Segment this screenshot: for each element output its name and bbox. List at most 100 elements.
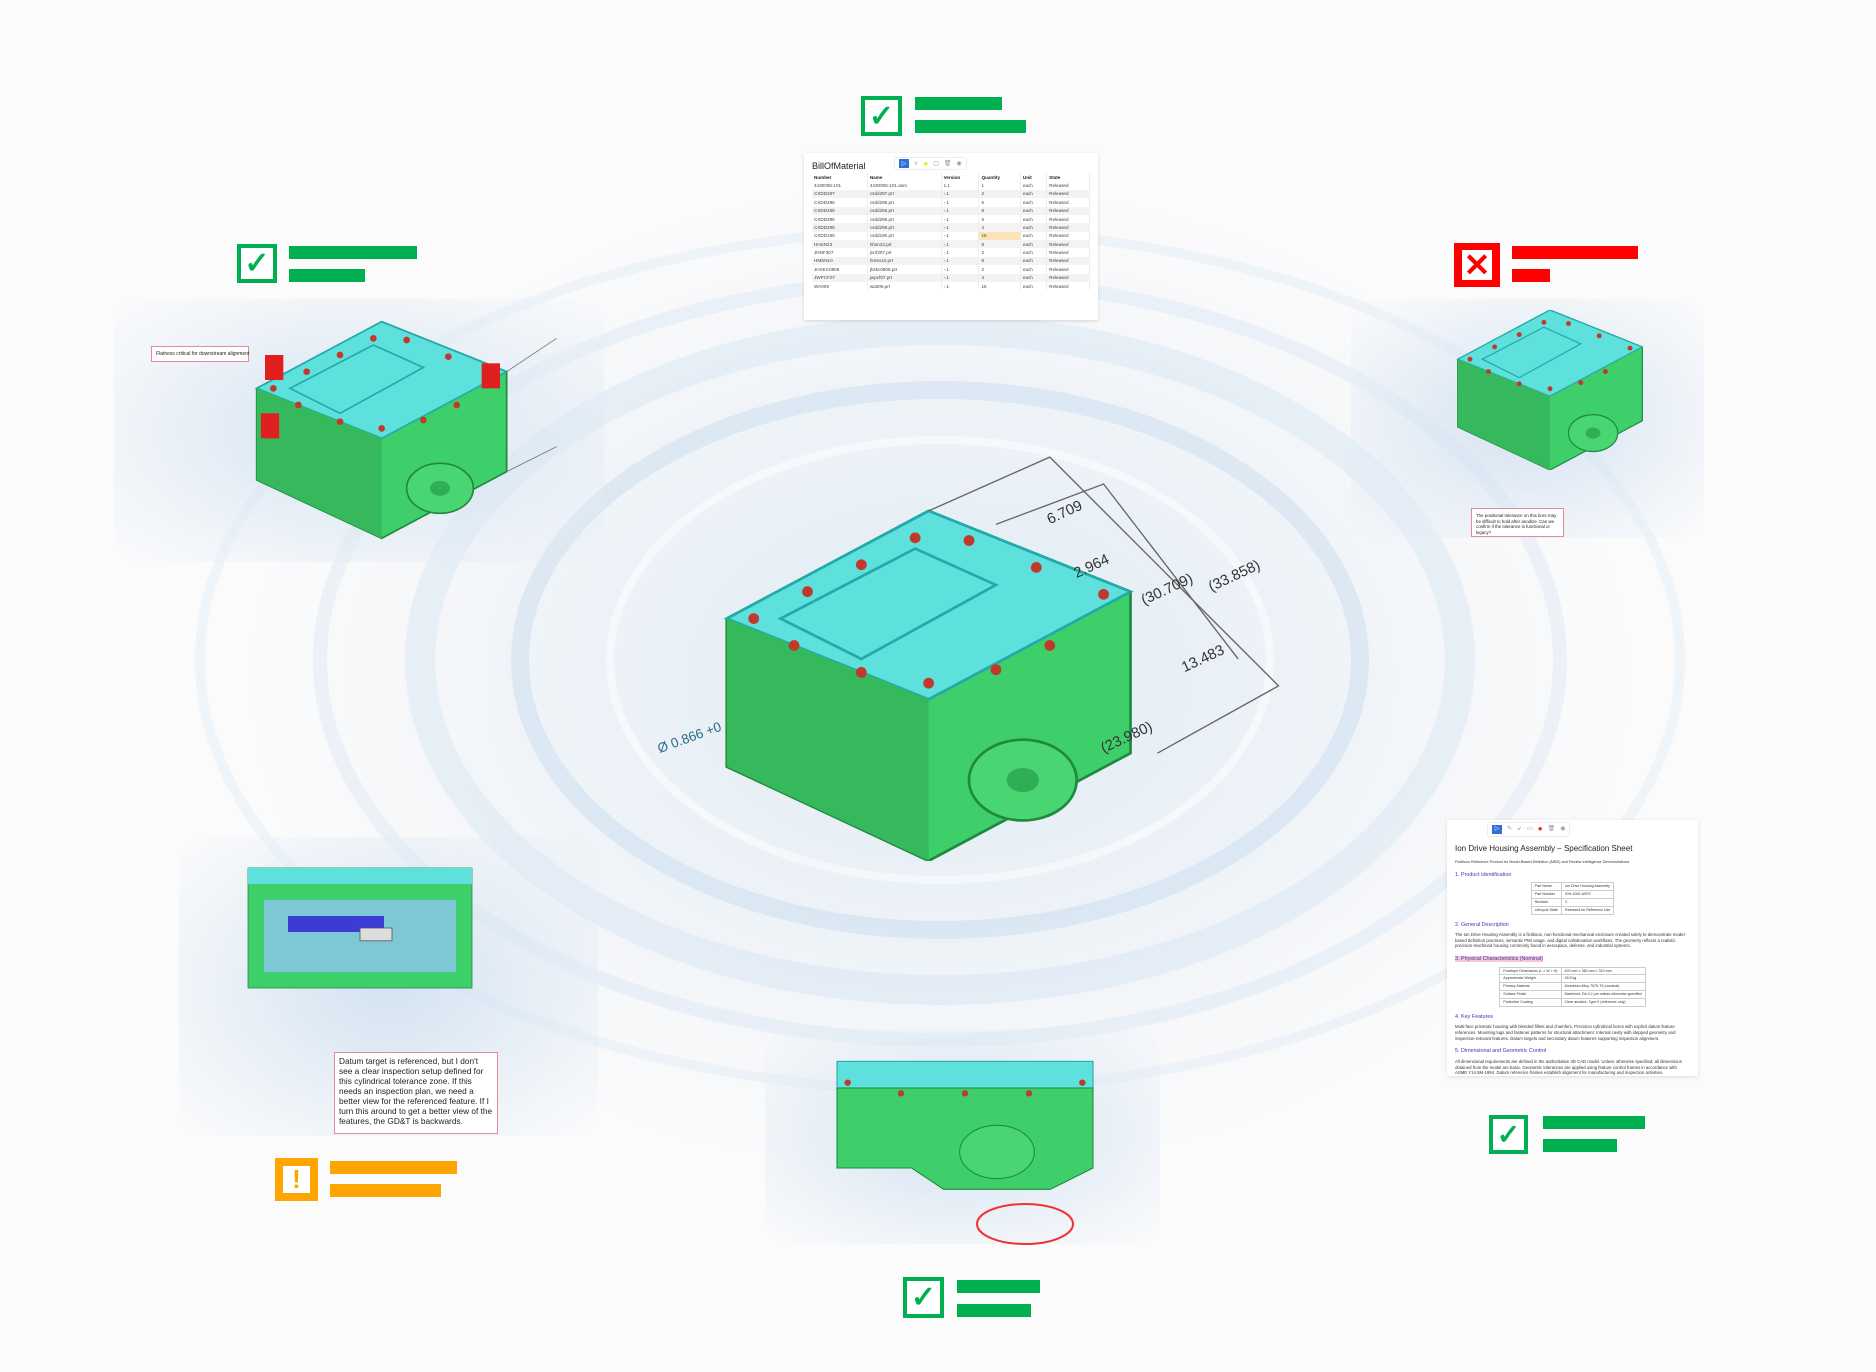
table-cell: -.1 (941, 281, 980, 291)
table-cell: each (1020, 206, 1048, 215)
table-cell: Surface Finish (1499, 990, 1562, 999)
red-markup-circle[interactable] (975, 1202, 1076, 1247)
table-cell: WA009 (812, 281, 868, 291)
eye-icon[interactable]: ◉ (1560, 826, 1566, 833)
table-cell: Primary Material (1499, 982, 1562, 992)
table-cell: 2 (978, 248, 1021, 257)
check-icon: ✓ (903, 1277, 944, 1318)
physical-table: Envelope Dimensions (L × W × H)420 mm × … (1499, 966, 1646, 1007)
housing-model-top-left[interactable] (220, 305, 560, 555)
table-cell: -.1 (941, 214, 980, 224)
table-cell: 6 (978, 198, 1021, 207)
housing-section-view[interactable] (240, 850, 480, 1030)
spec-title: Ion Drive Housing Assembly – Specificati… (1455, 844, 1633, 853)
table-cell: csdd296.prt (867, 214, 942, 224)
table-cell: 16 (978, 281, 1021, 291)
table-cell: -.1 (941, 265, 980, 274)
housing-model-top-right[interactable] (1430, 310, 1670, 470)
status-bar (957, 1280, 1040, 1293)
table-cell: CSDD297 (812, 189, 868, 199)
trash-icon[interactable]: 🗑 (1547, 826, 1556, 833)
housing-model-main[interactable]: 6.709 2.964 (30.709) (33.858) 13.483 (23… (646, 430, 1292, 861)
table-cell: Envelope Dimensions (L × W × H) (1499, 966, 1562, 976)
specification-sheet: ▷ ✎ ↙ ▭ ● 🗑 ◉ Ion Drive Housing Assembly… (1447, 820, 1698, 1076)
bom-title: BillOfMaterial (812, 161, 866, 171)
table-cell: -.1 (941, 223, 980, 232)
table-cell: Released (1046, 231, 1090, 240)
table-cell: wa009.prt (867, 281, 942, 291)
column-header: Name (867, 173, 942, 182)
table-cell: Approximate Weight (1499, 974, 1562, 984)
pencil-icon[interactable]: ✎ (1507, 826, 1513, 833)
gdt-callout: Ø 0.866 +0 (655, 719, 723, 756)
table-cell: CSDD265 (812, 206, 868, 215)
select-tool-icon[interactable]: ▷ (899, 159, 909, 168)
status-bar (1543, 1139, 1617, 1152)
table-cell: csdd295.prt (867, 198, 942, 207)
table-cell: jwpcf07.prt (867, 273, 942, 282)
table-cell: Aluminum Alloy 7075-T6 (nominal) (1560, 982, 1646, 992)
comment-flatness: Flatness critical for downstream alignme… (151, 346, 249, 363)
table-cell: Released (1046, 223, 1090, 232)
table-cell: Released (1046, 240, 1090, 249)
dimension-label: 13.483 (1179, 642, 1227, 676)
spec-subtitle: Fictitious Reference Product for Model-B… (1455, 859, 1630, 864)
arrow-icon[interactable]: ↙ (1517, 826, 1523, 833)
select-tool-icon[interactable]: ▷ (1492, 824, 1502, 834)
status-bar (957, 1304, 1031, 1317)
table-cell: Released (1046, 248, 1090, 257)
table-cell: Released (1046, 206, 1090, 215)
rectangle-icon[interactable]: ▭ (1527, 826, 1533, 833)
record-icon[interactable]: ● (1537, 824, 1543, 833)
filter-icon[interactable]: ⋎ (914, 161, 919, 167)
eye-icon[interactable]: ◉ (956, 161, 962, 167)
table-cell: each (1020, 214, 1048, 224)
status-bar (330, 1161, 457, 1174)
table-cell: 8 (978, 240, 1021, 249)
comment-positional-tolerance: The positional tolerance on this bore ma… (1471, 508, 1564, 537)
table-cell: Part Name (1530, 882, 1563, 892)
housing-model-bottom[interactable] (800, 1040, 1130, 1200)
highlight-icon[interactable]: ● (923, 159, 929, 168)
status-bar (915, 97, 1002, 110)
table-cell: jnnf307.prt (867, 248, 942, 257)
trash-icon[interactable]: 🗑 (943, 161, 952, 167)
table-cell: Released (1046, 265, 1090, 274)
table-cell: Released (1046, 198, 1090, 207)
table-cell: CSDD296 (812, 214, 868, 224)
column-header: Version (941, 173, 980, 182)
table-cell: Released (1046, 273, 1090, 282)
table-cell: each (1020, 248, 1048, 257)
table-cell: CSDD298 (812, 223, 868, 232)
dimension-label: 6.709 (1045, 498, 1085, 528)
column-header: Number (812, 173, 868, 182)
table-cell: 18.5 kg (1560, 974, 1646, 984)
column-header: Unit (1020, 173, 1048, 182)
table-cell: csdd298.prt (867, 223, 942, 232)
table-cell: each (1020, 189, 1048, 199)
check-icon: ✓ (861, 96, 902, 136)
table-cell: Released (1046, 256, 1090, 266)
table-cell: HHSN23 (812, 240, 868, 249)
comment-icon[interactable]: ▢ (933, 161, 939, 167)
dimension-label: (30.709) (1139, 571, 1196, 609)
